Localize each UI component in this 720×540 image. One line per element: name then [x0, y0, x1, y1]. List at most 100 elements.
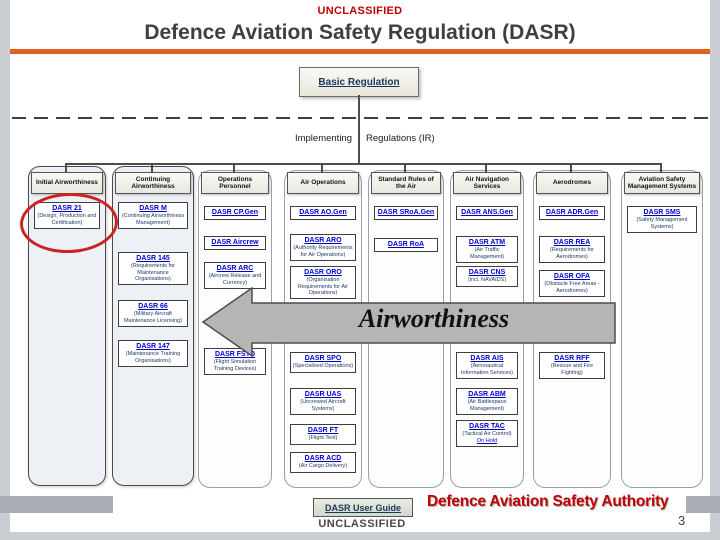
link-dasr-spo[interactable]: DASR SPO	[304, 355, 342, 362]
node-dasr-oro: DASR ORO(Organisation Requirements for A…	[290, 266, 356, 300]
node-dasr-145: DASR 145(Requirements for Maintenance Or…	[118, 252, 188, 286]
node-dasr-ofa: DASR OFA(Obstacle Free Areas - Aerodrome…	[539, 270, 605, 298]
connector-root-vertical	[358, 95, 360, 163]
node-dasr-fstd: DASR FSTD(Flight Simulation Training Dev…	[204, 348, 266, 376]
node-subtitle: (Specialised Operations)	[292, 363, 354, 370]
node-subtitle: (incl. NAVAIDS)	[467, 277, 507, 284]
right-rail	[710, 0, 720, 540]
node-dasr-aro: DASR ARO(Authority Requirements for Air …	[290, 234, 356, 262]
node-dasr-ao-gen: DASR AO.Gen	[290, 206, 356, 221]
link-dasr-rea[interactable]: DASR REA	[553, 239, 591, 246]
node-subtitle: (Aircrew Release and Currency)	[208, 273, 262, 286]
link-dasr-m[interactable]: DASR M	[139, 205, 167, 212]
basic-regulation-node[interactable]: Basic Regulation	[299, 67, 419, 97]
node-subtitle: (Obstacle Free Areas - Aerodromes)	[544, 281, 600, 294]
node-dasr-aircrew: DASR Aircrew	[204, 236, 266, 251]
node-dasr-cns: DASR CNS(incl. NAVAIDS)	[456, 266, 518, 287]
title-rule	[10, 49, 710, 54]
column-header-aviation-safety-management-systems: Aviation Safety Management Systems	[624, 172, 700, 194]
node-dasr-cp-gen: DASR CP.Gen	[204, 206, 266, 221]
node-subtitle: (Maintenance Training Organisations)	[125, 351, 181, 364]
node-dasr-spo: DASR SPO(Specialised Operations)	[290, 352, 356, 373]
link-dasr-sroa-gen[interactable]: DASR SRoA.Gen	[377, 209, 435, 216]
link-dasr-ao-gen[interactable]: DASR AO.Gen	[299, 209, 347, 216]
node-subtitle: (Safety Management Systems)	[636, 217, 688, 230]
link-dasr-aro[interactable]: DASR ARO	[304, 237, 342, 244]
link-dasr-cns[interactable]: DASR CNS	[468, 269, 506, 276]
node-dasr-ans-gen: DASR ANS.Gen	[456, 206, 518, 221]
link-dasr-tac[interactable]: DASR TAC	[469, 423, 505, 430]
basic-regulation-link[interactable]: Basic Regulation	[318, 76, 400, 88]
column-header-air-navigation-services: Air Navigation Services	[453, 172, 521, 194]
node-subtitle: (Continuing Airworthiness Management)	[121, 213, 185, 226]
node-dasr-ais: DASR AIS(Aeronautical Information Servic…	[456, 352, 518, 380]
column-header-aerodromes: Aerodromes	[536, 172, 608, 194]
node-dasr-sroa-gen: DASR SRoA.Gen	[374, 206, 438, 221]
link-dasr-145[interactable]: DASR 145	[136, 255, 170, 262]
node-dasr-rff: DASR RFF(Rescue and Fire Fighting)	[539, 352, 605, 380]
connector-drop	[404, 163, 406, 173]
dashed-divider	[12, 117, 708, 119]
node-subtitle: (Design, Production and Certification)	[37, 213, 97, 226]
link-dasr-sms[interactable]: DASR SMS	[643, 209, 681, 216]
node-dasr-uas: DASR UAS(Uncrewed Aircraft Systems)	[290, 388, 356, 416]
node-dasr-21: DASR 21(Design, Production and Certifica…	[34, 202, 100, 230]
link-dasr-rff[interactable]: DASR RFF	[554, 355, 590, 362]
node-subtitle: (Air Traffic Management)	[470, 247, 504, 260]
link-dasr-fstd[interactable]: DASR FSTD	[214, 351, 256, 358]
node-dasr-66: DASR 66(Military Aircraft Maintenance Li…	[118, 300, 188, 328]
link-dasr-acd[interactable]: DASR ACD	[304, 455, 342, 462]
link-dasr-147[interactable]: DASR 147	[136, 343, 170, 350]
airworthiness-arrow	[201, 286, 616, 358]
node-subtitle: (Flight Simulation Training Devices)	[213, 359, 257, 372]
link-dasr-21[interactable]: DASR 21	[52, 205, 82, 212]
node-subtitle: (Aeronautical Information Services)	[461, 363, 513, 376]
node-subtitle: (Requirements for Aerodromes)	[549, 247, 595, 260]
bottom-rail	[0, 532, 720, 540]
node-subtitle: (Tactical Air Control)	[462, 431, 512, 438]
node-subtitle: (Authority Requirements for Air Operatio…	[293, 245, 353, 258]
link-dasr-ft[interactable]: DASR FT	[307, 427, 339, 434]
link-dasr-66[interactable]: DASR 66	[138, 303, 168, 310]
node-dasr-abm: DASR ABM(Air Battlespace Management)	[456, 388, 518, 416]
footer-decor-left	[0, 496, 113, 513]
link-dasr-ais[interactable]: DASR AIS	[470, 355, 504, 362]
dasr-user-guide-button[interactable]: DASR User Guide	[313, 498, 413, 517]
link-dasr-roa[interactable]: DASR RoA	[387, 241, 425, 248]
node-dasr-adr-gen: DASR ADR.Gen	[539, 206, 605, 221]
column-header-standard-rules-of-the-air: Standard Rules of the Air	[371, 172, 441, 194]
link-dasr-cp-gen[interactable]: DASR CP.Gen	[211, 209, 259, 216]
page-title: Defence Aviation Safety Regulation (DASR…	[144, 21, 576, 44]
classification-banner-bottom: UNCLASSIFIED	[318, 518, 406, 530]
left-rail	[0, 0, 10, 540]
dasa-logo: Defence Aviation Safety Authority	[427, 493, 669, 510]
connector-drop	[65, 163, 67, 173]
airworthiness-label: Airworthiness	[358, 304, 510, 333]
connector-drop	[321, 163, 323, 173]
connector-drop	[151, 163, 153, 173]
link-dasr-atm[interactable]: DASR ATM	[468, 239, 506, 246]
link-dasr-adr-gen[interactable]: DASR ADR.Gen	[545, 209, 599, 216]
node-subtitle: (Organisation Requirements for Air Opera…	[297, 277, 349, 297]
dasr-user-guide-label[interactable]: DASR User Guide	[324, 502, 402, 513]
node-subtitle: (Requirements for Maintenance Organisati…	[130, 263, 176, 283]
link-dasr-oro[interactable]: DASR ORO	[304, 269, 342, 276]
link-dasr-abm[interactable]: DASR ABM	[468, 391, 506, 398]
link-dasr-aircrew[interactable]: DASR Aircrew	[211, 239, 259, 246]
link-dasr-ans-gen[interactable]: DASR ANS.Gen	[461, 209, 513, 216]
column-header-operations-personnel: Operations Personnel	[201, 172, 269, 194]
node-dasr-acd: DASR ACD(Air Cargo Delivery)	[290, 452, 356, 473]
node-dasr-rea: DASR REA(Requirements for Aerodromes)	[539, 236, 605, 264]
label-regulations-ir: Regulations (IR)	[366, 133, 435, 144]
classification-banner-top: UNCLASSIFIED	[317, 5, 403, 17]
node-dasr-atm: DASR ATM(Air Traffic Management)	[456, 236, 518, 264]
node-subtitle: (Military Aircraft Maintenance Licensing…	[123, 311, 183, 324]
connector-drop	[570, 163, 572, 173]
link-dasr-ofa[interactable]: DASR OFA	[553, 273, 591, 280]
node-dasr-sms: DASR SMS(Safety Management Systems)	[627, 206, 697, 234]
link-dasr-arc[interactable]: DASR ARC	[216, 265, 254, 272]
node-note: On Hold	[476, 437, 498, 444]
page-number: 3	[678, 513, 686, 528]
link-dasr-uas[interactable]: DASR UAS	[304, 391, 342, 398]
